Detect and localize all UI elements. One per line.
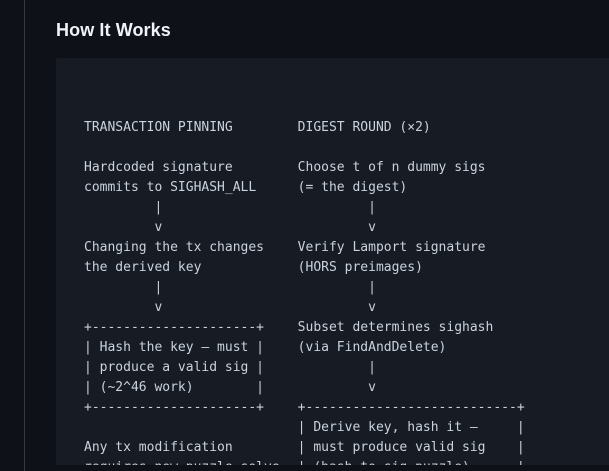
ascii-diagram-digest-round: DIGEST ROUND (×2) Choose t of n dummy si… — [297, 120, 525, 465]
how-it-works-panel: TRANSACTION PINNING Hardcoded signature … — [56, 58, 609, 465]
column-digest-round: DIGEST ROUND (×2) Choose t of n dummy si… — [298, 78, 525, 465]
column-transaction-pinning: TRANSACTION PINNING Hardcoded signature … — [84, 78, 280, 465]
ascii-diagram-transaction-pinning: TRANSACTION PINNING Hardcoded signature … — [84, 120, 280, 465]
page-title: How It Works — [56, 20, 171, 40]
diagram-columns: TRANSACTION PINNING Hardcoded signature … — [56, 58, 525, 465]
left-gutter-divider — [24, 0, 25, 471]
